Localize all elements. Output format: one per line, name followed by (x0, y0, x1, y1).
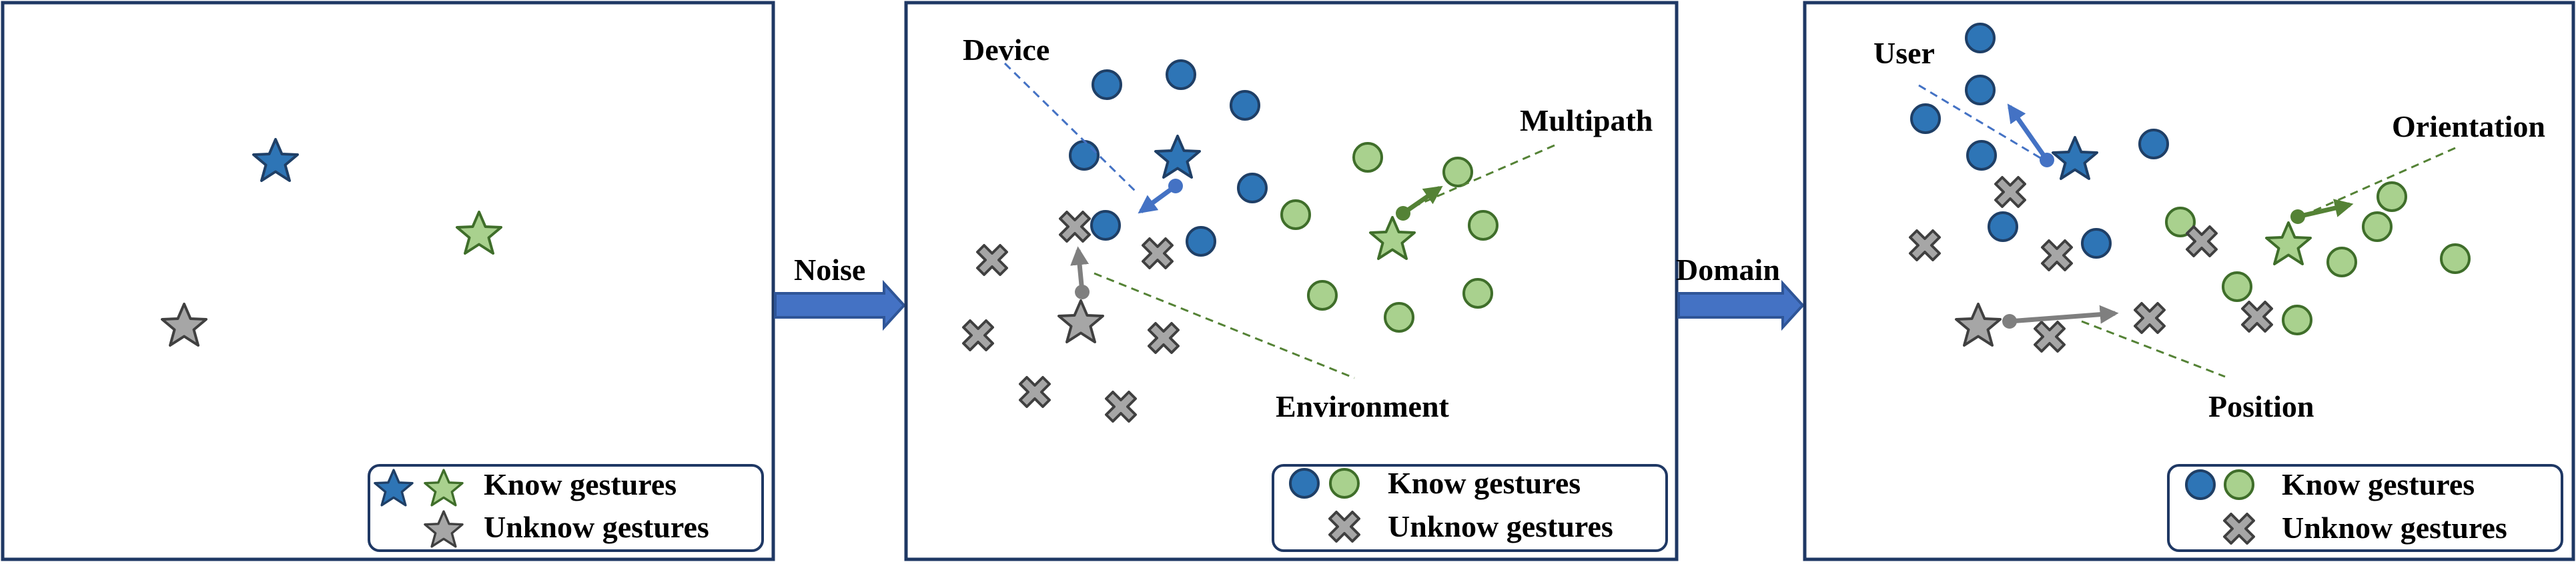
legend-box (368, 464, 764, 552)
known-cluster-blue (1069, 59, 1268, 257)
known-circle-blue (1186, 226, 1216, 257)
known-circle-blue (1230, 90, 1260, 121)
known-circle-blue (1966, 140, 1997, 171)
orientation-leader (2304, 147, 2456, 216)
panel-noise: Device Multipath Environment Know gestur… (904, 1, 1679, 561)
known-circle-blue (1237, 173, 1268, 203)
legend-box (1272, 464, 1668, 552)
panel-domain: User Orientation Position Know gestures … (1803, 1, 2575, 561)
legend-unknown-label: Unknow gestures (1388, 509, 1613, 543)
known-circle-green (1307, 280, 1338, 311)
known-circle-green (2440, 243, 2471, 274)
gray-shift-vector (1070, 246, 1090, 293)
known-circle-green (1280, 199, 1311, 230)
multipath-label: Multipath (1520, 103, 1653, 137)
known-circle-green (2362, 211, 2393, 242)
known-circle-green (2377, 181, 2407, 212)
environment-label: Environment (1276, 389, 1450, 423)
known-circle-blue (1090, 210, 1121, 241)
circle-icon (1289, 468, 1320, 499)
legend: Know gestures Unknow gestures (2167, 464, 2563, 552)
legend-known-label: Know gestures (1388, 466, 1581, 500)
known-circle-blue (1965, 75, 1996, 105)
known-circle-blue (1166, 59, 1196, 90)
known-cluster-green (1280, 142, 1498, 333)
known-circle-blue (1988, 211, 2018, 242)
known-circle-green (1442, 157, 1473, 187)
known-circle-blue (2138, 129, 2169, 159)
known-circle-green (2222, 271, 2252, 302)
environment-leader (1094, 272, 1355, 379)
circle-icon (1329, 468, 1360, 499)
blue-shift-vector (2007, 103, 2049, 162)
orientation-label: Orientation (2392, 109, 2545, 143)
known-circle-blue (1910, 103, 1941, 134)
panel-original: Know gestures Unknow gestures (1, 1, 775, 561)
legend: Know gestures Unknow gestures (368, 464, 764, 552)
green-shift-vector (2297, 199, 2354, 219)
known-circle-blue (2081, 228, 2112, 259)
arrow-shape (1677, 279, 1805, 331)
user-label: User (1873, 36, 1935, 70)
known-cluster-green (2165, 181, 2471, 335)
known-circle-green (1352, 142, 1383, 173)
position-label: Position (2208, 389, 2314, 423)
circle-icon (2185, 469, 2216, 500)
noise-arrow: Noise (774, 253, 906, 331)
known-cluster-blue (1910, 23, 2169, 259)
user-leader (1918, 84, 2042, 160)
legend-unknown-label: Unknow gestures (484, 510, 709, 544)
noise-label: Noise (794, 253, 865, 287)
known-circle-green (2282, 305, 2312, 335)
known-circle-blue (1965, 23, 1996, 53)
legend: Know gestures Unknow gestures (1272, 464, 1668, 552)
legend-unknown-label: Unknow gestures (2282, 511, 2507, 545)
circle-icon (2224, 469, 2254, 500)
legend-box (2167, 464, 2563, 552)
green-shift-vector (1402, 185, 1443, 215)
device-label: Device (963, 33, 1049, 67)
known-circle-green (2326, 247, 2357, 277)
gray-shift-vector (2009, 305, 2119, 324)
known-circle-blue (1069, 140, 1100, 171)
known-circle-blue (1092, 69, 1122, 100)
domain-arrow: Domain (1676, 253, 1805, 331)
device-leader (1003, 62, 1137, 193)
known-circle-green (1384, 302, 1414, 333)
known-circle-green (1468, 210, 1498, 241)
known-circle-green (1462, 278, 1493, 309)
domain-label: Domain (1676, 253, 1780, 287)
legend-known-label: Know gestures (2282, 467, 2475, 501)
blue-shift-vector (1138, 184, 1178, 214)
legend-known-label: Know gestures (484, 467, 677, 501)
arrow-shape (774, 279, 906, 331)
known-circle-green (2165, 207, 2196, 237)
